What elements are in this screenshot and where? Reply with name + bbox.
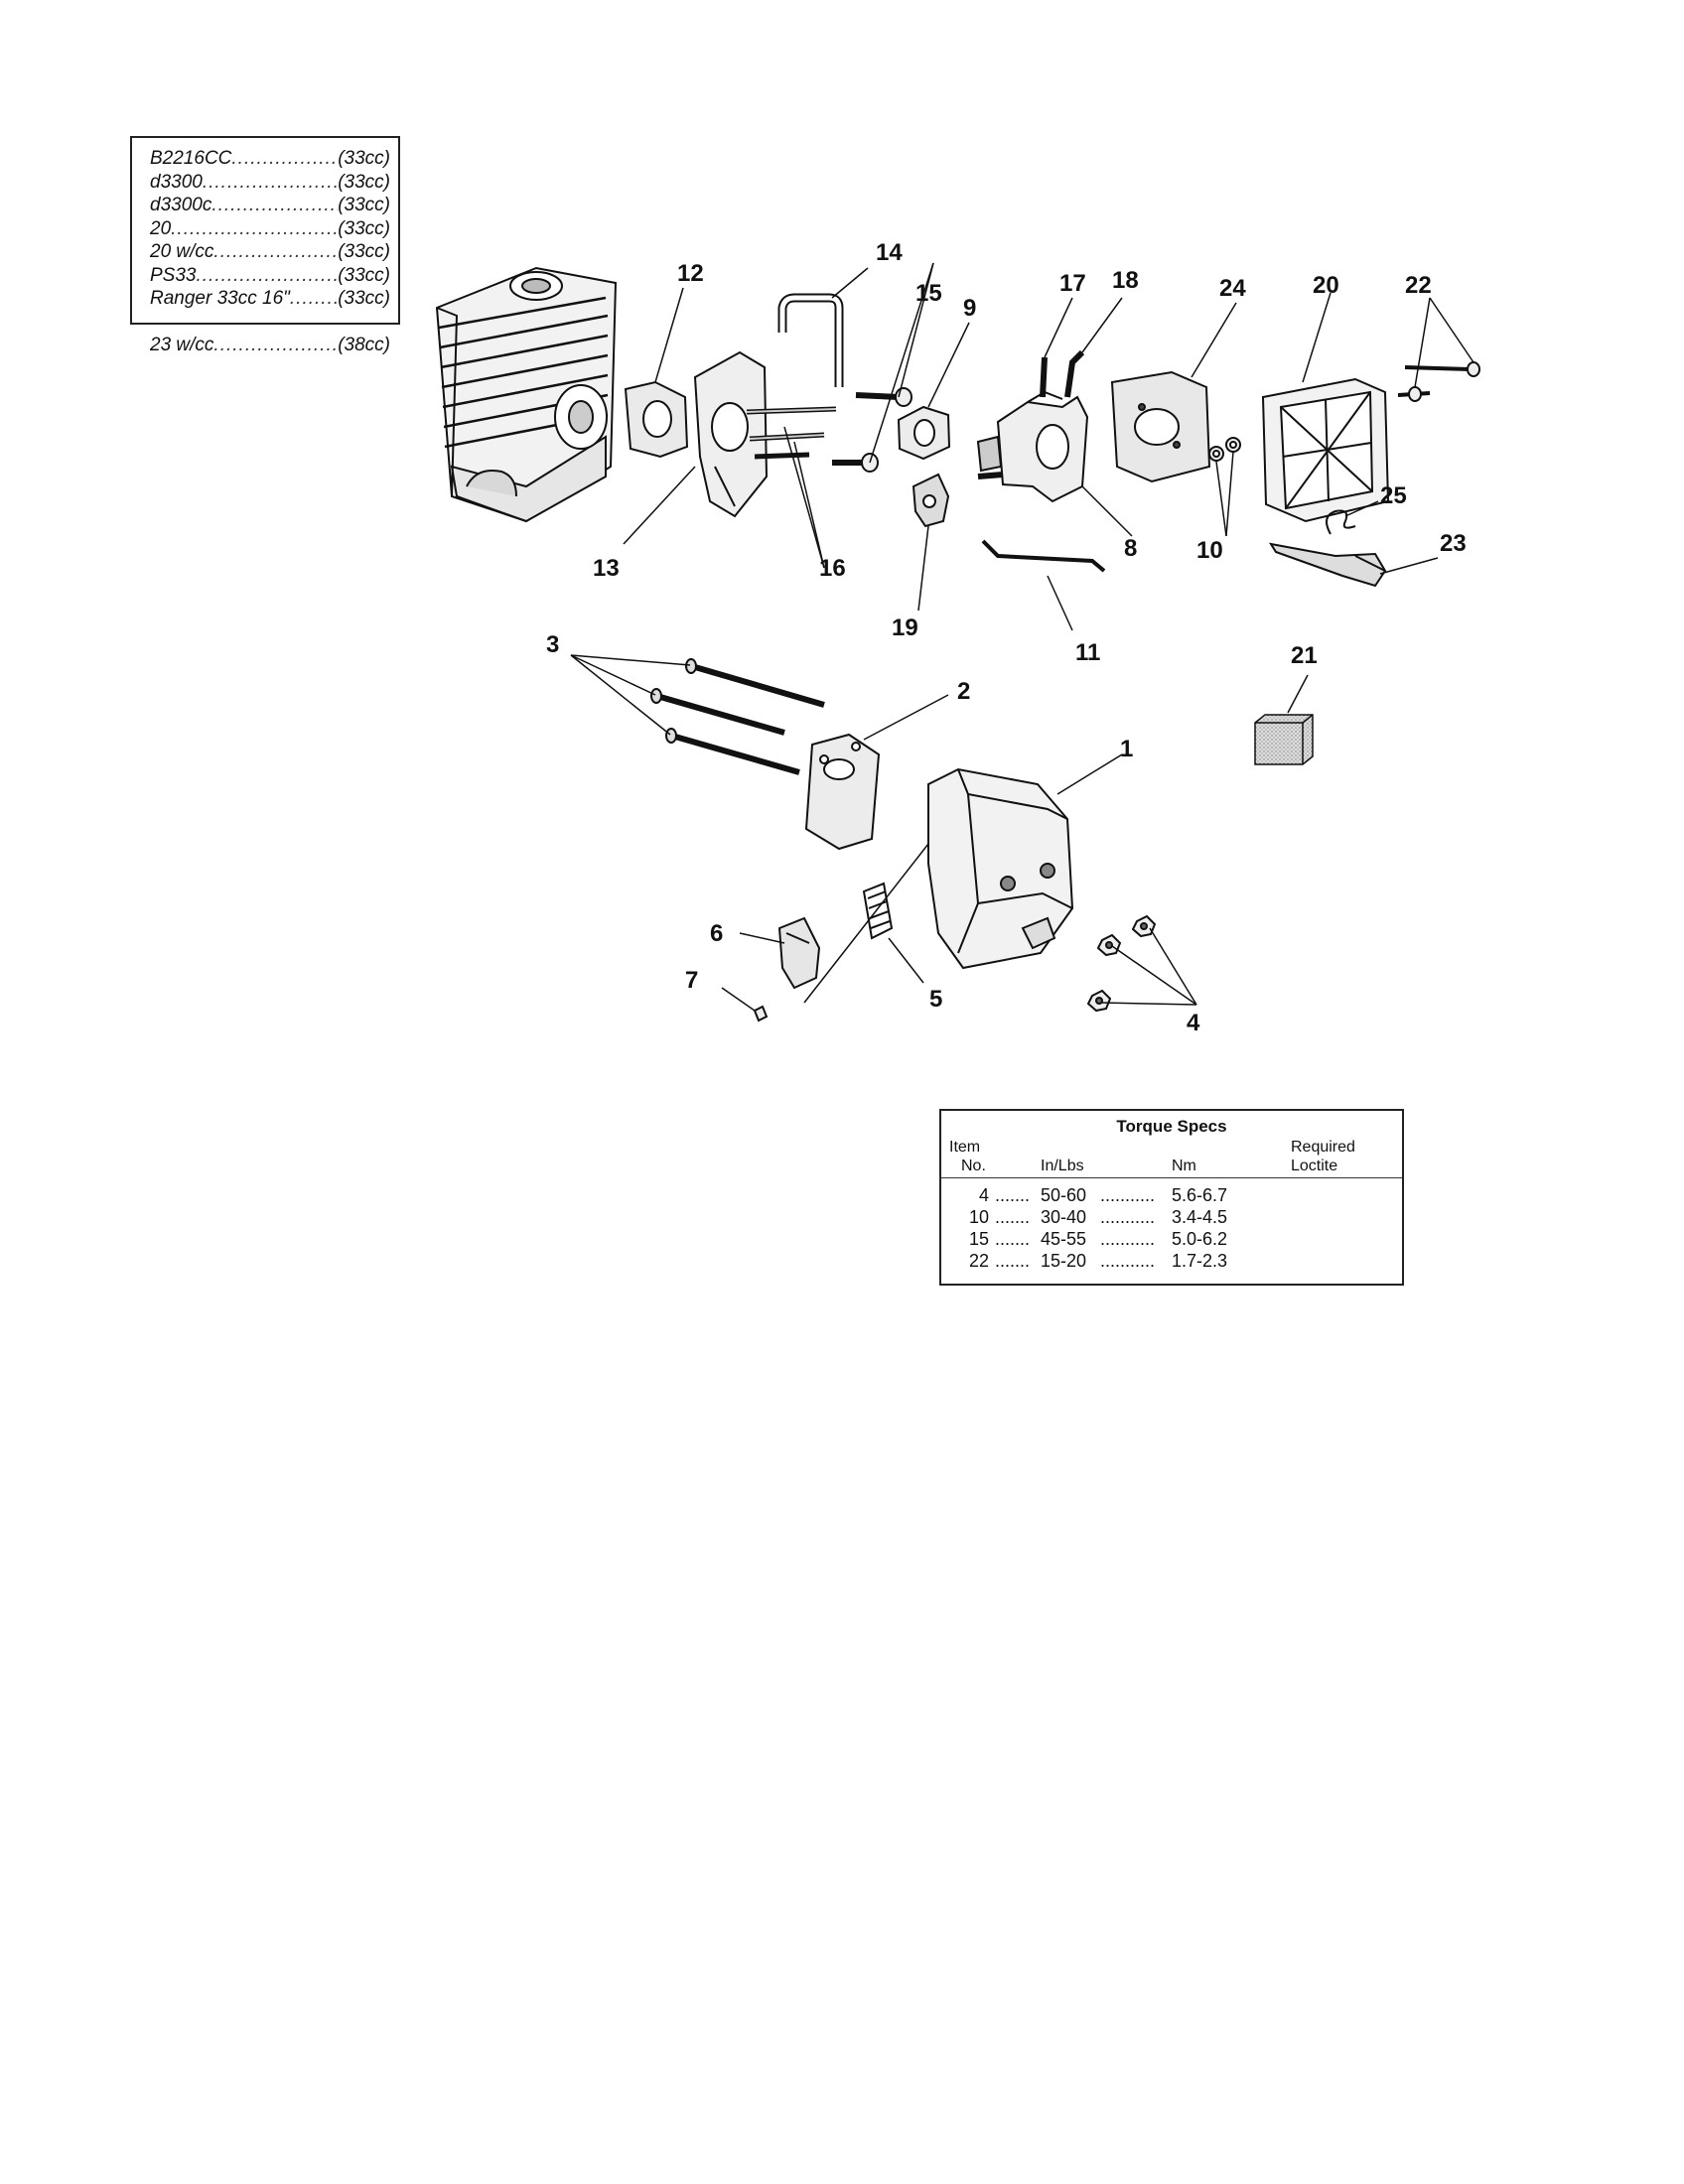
callout-21: 21 xyxy=(1291,642,1318,669)
callout-22: 22 xyxy=(1405,272,1432,299)
callout-25: 25 xyxy=(1380,482,1407,509)
nm-header: Nm xyxy=(1172,1158,1196,1174)
callout-1: 1 xyxy=(1120,736,1133,762)
callout-3: 3 xyxy=(546,631,559,658)
intake-manifold xyxy=(693,350,769,518)
impulse-hose xyxy=(777,293,844,387)
nm-value: 5.0-6.2 xyxy=(1172,1229,1228,1249)
model-row: d3300(33cc) xyxy=(150,171,390,195)
nm-value: 5.6-6.7 xyxy=(1172,1185,1228,1205)
callout-8: 8 xyxy=(1124,535,1137,562)
inlbs-value: 45-55 xyxy=(1041,1229,1087,1249)
callout-15: 15 xyxy=(915,280,942,307)
carburetor-gasket xyxy=(897,405,951,461)
model-row: 20 w/cc(33cc) xyxy=(150,240,390,264)
leader-lines xyxy=(570,262,1474,1012)
table-row: 15 ....... 45-55 ........... 5.0-6.2 xyxy=(941,1229,1402,1251)
callout-18: 18 xyxy=(1112,267,1139,294)
callout-17: 17 xyxy=(1059,270,1086,297)
nm-value: 1.7-2.3 xyxy=(1172,1251,1228,1271)
spark-screen xyxy=(862,882,894,940)
callout-13: 13 xyxy=(593,555,620,582)
model-row: Ranger 33cc 16"(33cc) xyxy=(150,287,390,311)
loctite-header-line-2: Loctite xyxy=(1291,1158,1338,1174)
deflector-screw xyxy=(753,1005,769,1023)
callout-20: 20 xyxy=(1313,272,1339,299)
table-row: 10 ....... 30-40 ........... 3.4-4.5 xyxy=(941,1207,1402,1229)
callout-labels: 1 2 3 4 5 6 7 8 9 10 11 12 13 14 15 16 1… xyxy=(546,239,1467,1036)
choke-knob xyxy=(1268,542,1387,588)
filter-element xyxy=(1254,714,1314,765)
spark-deflector xyxy=(777,916,821,990)
muffler-bolts xyxy=(650,658,825,775)
inlbs-value: 15-20 xyxy=(1041,1251,1087,1271)
muffler-nuts xyxy=(1086,914,1157,1013)
model-row: 20(33cc) xyxy=(150,217,390,241)
callout-6: 6 xyxy=(710,920,723,947)
model-row: 23 w/cc(38cc) xyxy=(150,334,390,357)
fuel-line-17 xyxy=(1040,356,1048,398)
torque-specs-title: Torque Specs xyxy=(1116,1117,1227,1136)
muffler-gasket xyxy=(804,733,881,851)
callout-14: 14 xyxy=(876,239,903,266)
loctite-header-line-1: Required xyxy=(1291,1139,1355,1156)
callout-4: 4 xyxy=(1187,1010,1200,1036)
air-filter xyxy=(1261,377,1390,523)
fuel-line-18 xyxy=(1064,349,1085,398)
callout-9: 9 xyxy=(963,295,976,322)
muffler xyxy=(927,767,1074,970)
cylinder xyxy=(435,266,618,523)
air-filter-adapter xyxy=(1110,370,1211,483)
throttle-rod xyxy=(981,539,1106,573)
inlbs-value: 50-60 xyxy=(1041,1185,1087,1205)
callout-23: 23 xyxy=(1440,530,1467,557)
intake-gasket xyxy=(624,380,689,459)
header-divider xyxy=(941,1177,1402,1178)
callout-10: 10 xyxy=(1196,537,1223,564)
choke-lever xyxy=(912,473,950,528)
model-row: d3300c(33cc) xyxy=(150,194,390,217)
model-list: B2216CC(33cc) d3300(33cc) d3300c(33cc) 2… xyxy=(130,136,400,355)
callout-24: 24 xyxy=(1219,275,1246,302)
inlbs-value: 30-40 xyxy=(1041,1207,1087,1227)
callout-16: 16 xyxy=(819,555,846,582)
nm-value: 3.4-4.5 xyxy=(1172,1207,1228,1227)
item-number: 10 xyxy=(968,1207,989,1227)
carburetor xyxy=(976,390,1089,503)
model-row: B2216CC(33cc) xyxy=(150,147,390,171)
callout-7: 7 xyxy=(685,967,698,994)
choke-spring xyxy=(1326,509,1356,535)
filter-cover-screws xyxy=(1397,361,1480,402)
item-number: 15 xyxy=(968,1229,989,1249)
inlbs-header: In/Lbs xyxy=(1041,1158,1084,1174)
exploded-parts-diagram: 1 2 3 4 5 6 7 8 9 10 11 12 13 14 15 16 1… xyxy=(435,239,1480,1036)
table-row: 4 ....... 50-60 ........... 5.6-6.7 xyxy=(941,1185,1402,1207)
item-header-line-2: No. xyxy=(961,1158,986,1174)
callout-12: 12 xyxy=(677,260,704,287)
table-row: 22 ....... 15-20 ........... 1.7-2.3 xyxy=(941,1251,1402,1273)
torque-specs-table: Torque Specs Item No. In/Lbs Nm Required… xyxy=(939,1109,1404,1286)
item-number: 4 xyxy=(978,1185,989,1205)
item-header-line-1: Item xyxy=(949,1139,981,1156)
callout-5: 5 xyxy=(929,986,942,1013)
carburetor-nuts xyxy=(1208,437,1241,462)
model-row: PS33(33cc) xyxy=(150,264,390,288)
callout-11: 11 xyxy=(1075,639,1100,666)
callout-19: 19 xyxy=(892,614,918,641)
callout-2: 2 xyxy=(957,678,970,705)
item-number: 22 xyxy=(968,1251,989,1271)
